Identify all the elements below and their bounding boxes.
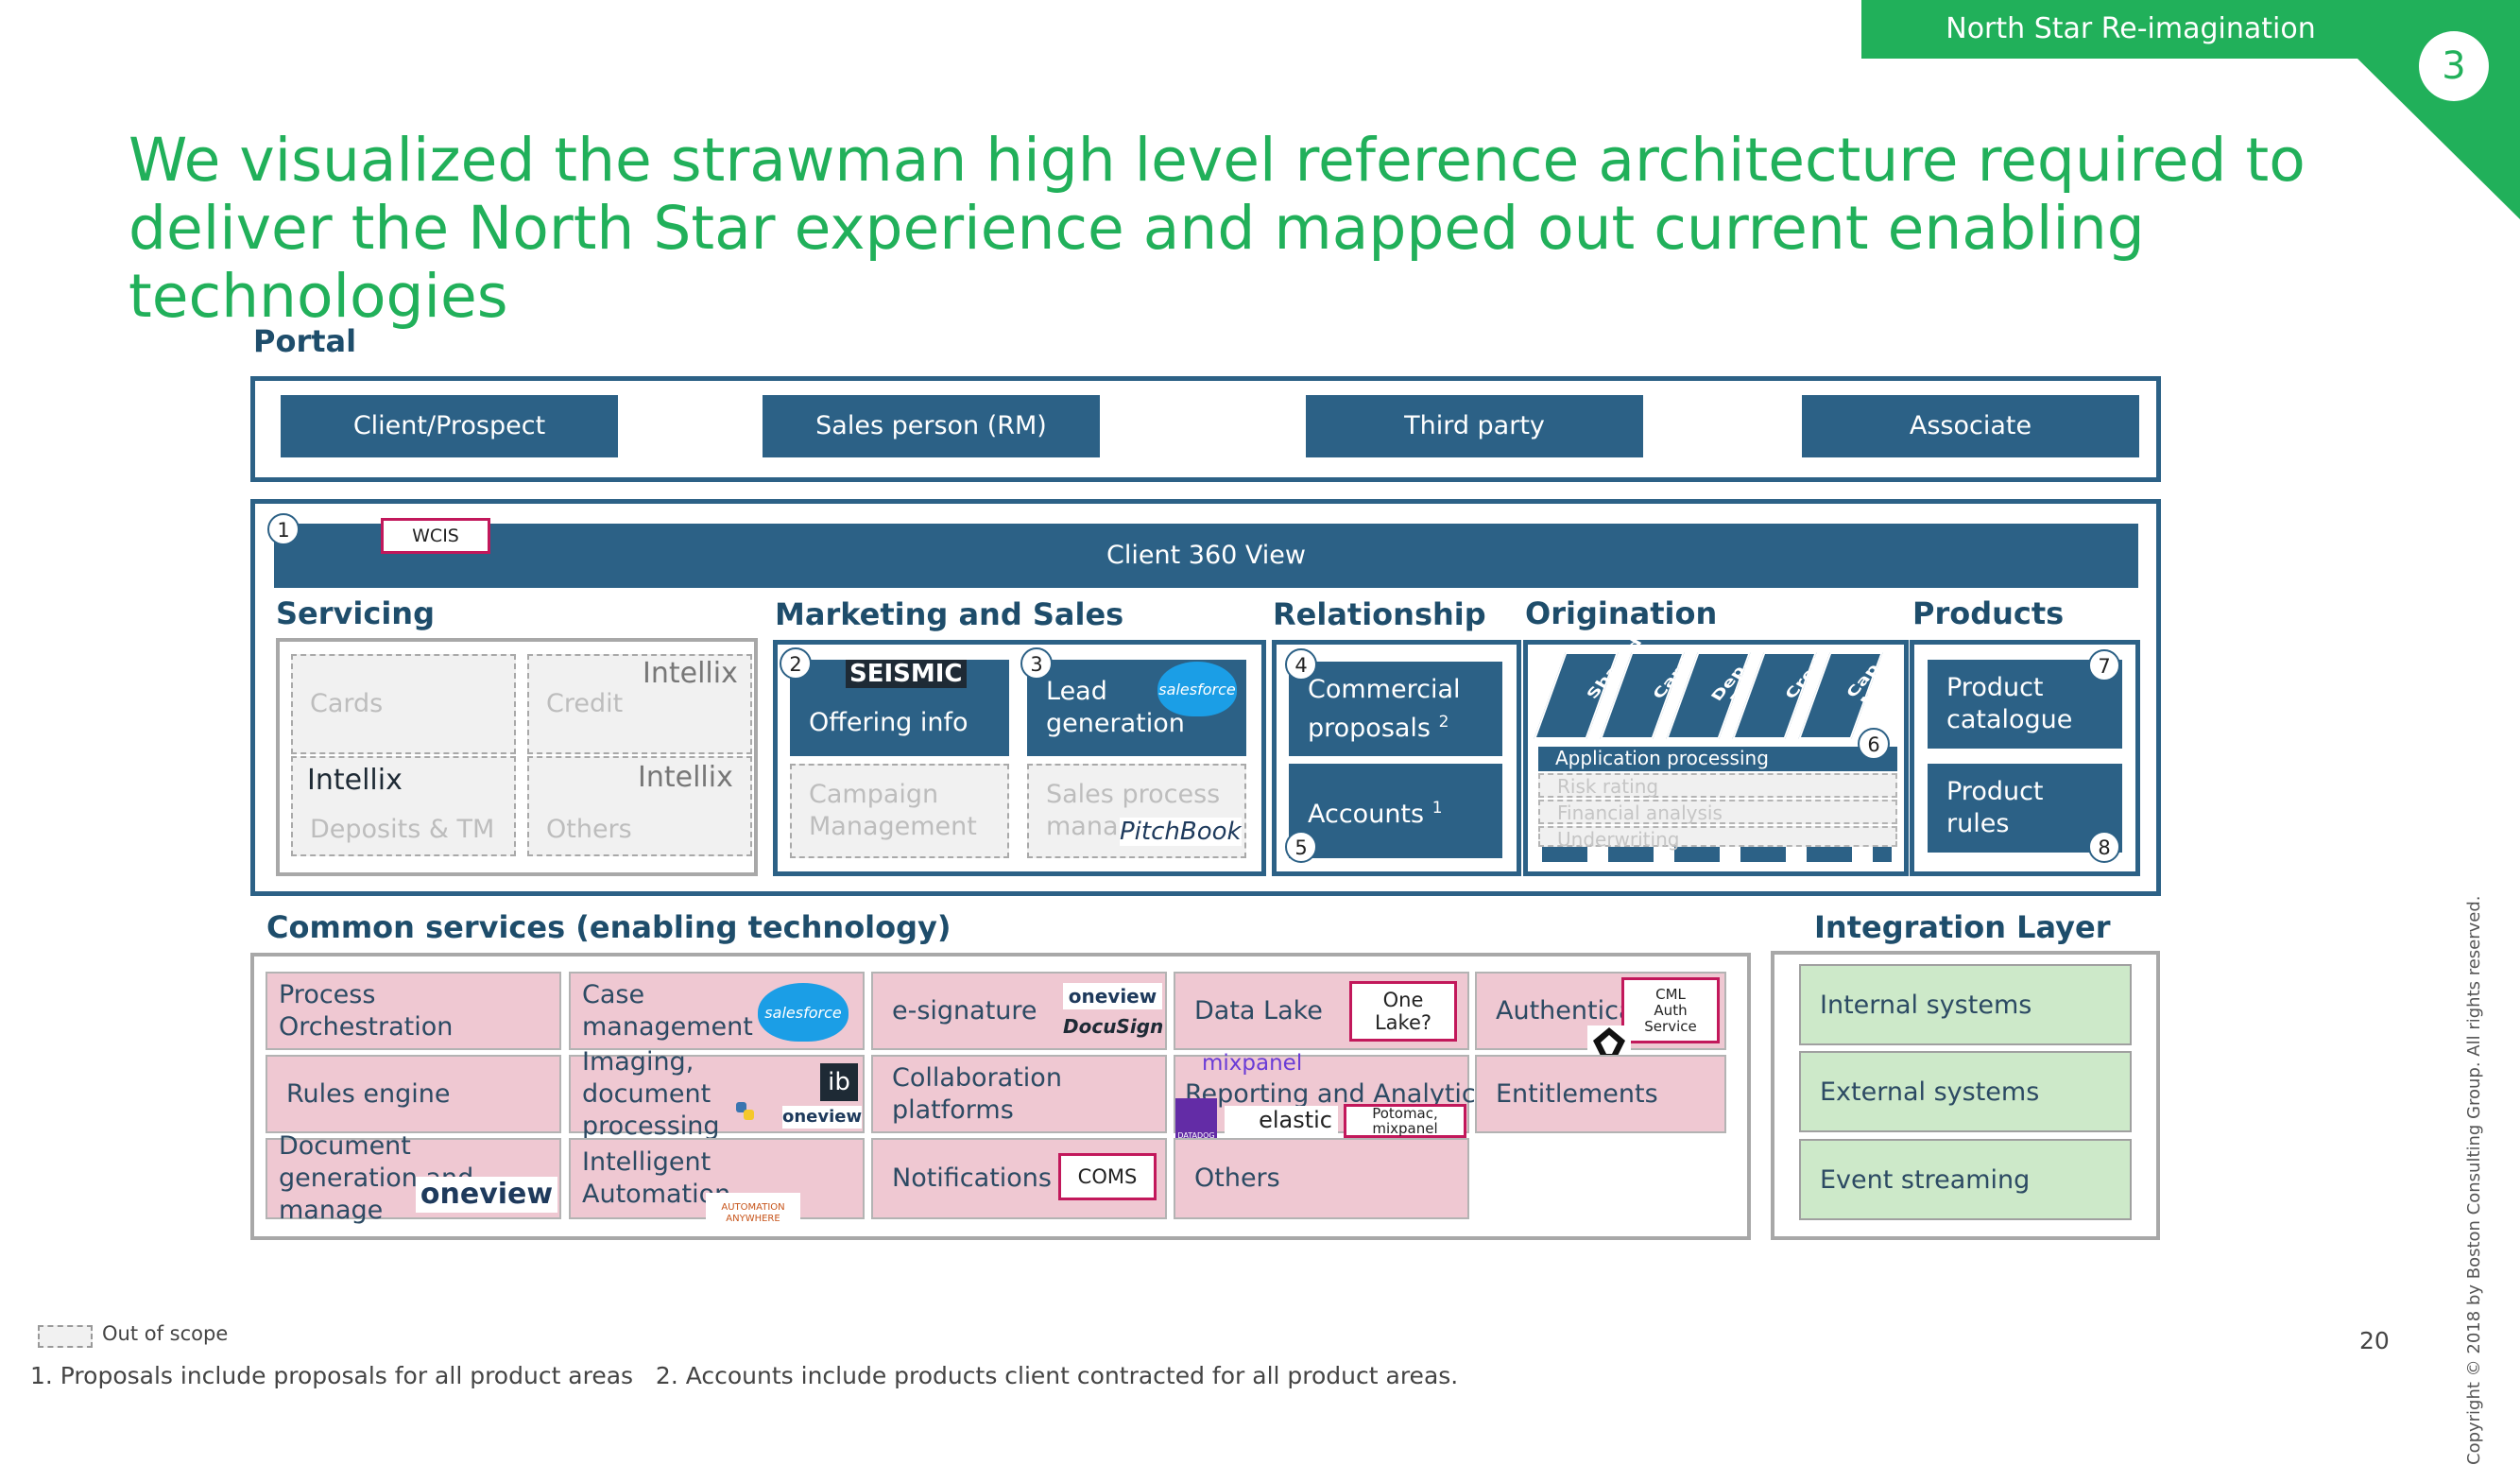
one-lake-tag-label: One Lake? [1374, 989, 1432, 1034]
accounts-text: Accounts [1308, 799, 1425, 829]
seismic-logo: SEISMIC [846, 660, 967, 688]
marker-8: 8 [2088, 831, 2120, 863]
servicing-frame [276, 638, 758, 876]
collaboration-platforms-box: Collaboration platforms [871, 1055, 1167, 1133]
portal-role-sales-person: Sales person (RM) [763, 395, 1100, 457]
integration-layer-heading: Integration Layer [1814, 909, 2111, 945]
intellix-logo: Intellix [638, 761, 733, 794]
common-services-frame [250, 953, 1751, 1240]
case-management-label: Case management [582, 979, 753, 1042]
products-frame [1910, 640, 2140, 876]
salesforce-logo: salesforce [1157, 662, 1237, 716]
oneview-logo: oneview [782, 1106, 863, 1129]
page-title-line1: We visualized the strawman high level re… [129, 126, 2306, 195]
salesforce-logo: salesforce [758, 983, 849, 1042]
entitlements-box: Entitlements [1475, 1055, 1726, 1133]
elastic-logo: elastic [1225, 1106, 1338, 1134]
section-banner: North Star Re-imagination [1861, 0, 2400, 59]
datadog-logo: DATADOG [1175, 1098, 1217, 1142]
internal-systems-box: Internal systems [1799, 964, 2132, 1045]
cml-tag-label: CML Auth Service [1644, 985, 1697, 1035]
one-lake-tag: One Lake? [1349, 981, 1457, 1042]
page-number: 20 [2359, 1327, 2390, 1354]
mixpanel-logo: mixpanel [1202, 1051, 1303, 1076]
imaging-document-processing-box: Imaging, document processing [569, 1047, 865, 1141]
marker-4: 4 [1285, 648, 1317, 681]
products-heading: Products [1912, 595, 2065, 631]
marker-7: 7 [2088, 649, 2120, 681]
page-title-line2: deliver the North Star experience and ma… [129, 194, 2145, 331]
integration-layer-frame [1771, 951, 2160, 1240]
servicing-heading: Servicing [276, 595, 435, 631]
client-360-view-bar: Client 360 View [274, 524, 2138, 588]
commercial-proposals-box: Commercial proposals 2 [1289, 662, 1502, 756]
commercial-proposals-label: Commercial proposals 2 [1308, 674, 1483, 745]
marketing-sales-frame [773, 640, 1266, 876]
servicing-credit: Credit [527, 654, 752, 754]
servicing-cards: Cards [291, 654, 516, 754]
portal-role-client-prospect: Client/Prospect [281, 395, 618, 457]
marker-2: 2 [780, 647, 812, 680]
footnote-1-ref: 1 [1431, 798, 1443, 818]
marker-6: 6 [1858, 728, 1890, 760]
automation-anywhere-logo: AUTOMATION ANYWHERE [706, 1193, 800, 1227]
relationship-frame [1272, 640, 1521, 876]
cml-auth-service-tag: CML Auth Service [1621, 977, 1720, 1043]
wcis-tag: WCIS [381, 518, 490, 554]
docusign-logo: DocuSign [1063, 1015, 1164, 1038]
collaboration-label: Collaboration platforms [892, 1062, 1062, 1125]
portal-heading: Portal [253, 323, 357, 359]
accounts-label: Accounts 1 [1308, 792, 1443, 831]
servicing-others: Others [527, 756, 752, 856]
potomac-mixpanel-tag: Potomac, mixpanel [1344, 1104, 1466, 1138]
origination-heading: Origination [1525, 595, 1718, 631]
oneview-logo: oneview [416, 1177, 557, 1213]
out-of-scope-legend-label: Out of scope [102, 1322, 229, 1345]
process-orchestration-box: Process Orchestration [266, 972, 561, 1050]
accounts-box: Accounts 1 [1289, 764, 1502, 858]
portal-role-associate: Associate [1802, 395, 2139, 457]
lead-generation-box: Lead generation [1027, 660, 1246, 756]
marker-5: 5 [1285, 831, 1317, 863]
intellix-logo: Intellix [307, 764, 403, 797]
coms-tag-label: COMS [1077, 1165, 1138, 1188]
rules-engine-box: Rules engine [266, 1055, 561, 1133]
wcis-tag-label: WCIS [412, 526, 459, 546]
footnote-2-ref: 2 [1438, 712, 1449, 732]
ib-logo: ib [820, 1063, 858, 1101]
imaging-label: Imaging, document processing [582, 1046, 720, 1141]
section-number-badge: 3 [2419, 31, 2489, 101]
reporting-label: Reporting and Analytics [1185, 1078, 1489, 1109]
origination-frame [1523, 640, 1909, 876]
lead-generation-label: Lead generation [1046, 677, 1185, 738]
marketing-sales-heading: Marketing and Sales [775, 596, 1124, 632]
underwriting-bar: Underwriting [1538, 826, 1897, 851]
product-catalogue-box: Product catalogue [1928, 660, 2122, 749]
coms-tag: COMS [1058, 1153, 1157, 1200]
application-processing-bar: Application processing [1538, 747, 1897, 771]
marker-1: 1 [267, 513, 300, 545]
risk-rating-bar: Risk rating [1538, 773, 1897, 798]
footnotes: 1. Proposals include proposals for all p… [30, 1362, 1459, 1389]
potomac-tag-label: Potomac, mixpanel [1372, 1105, 1438, 1137]
python-icon [735, 1101, 756, 1122]
external-systems-box: External systems [1799, 1051, 2132, 1132]
others-box: Others [1174, 1138, 1469, 1219]
servicing-deposits-tm: Deposits & TM [291, 756, 516, 856]
portal-role-third-party: Third party [1306, 395, 1643, 457]
relationship-heading: Relationship [1273, 596, 1486, 632]
commercial-proposals-text: Commercial proposals [1308, 674, 1461, 743]
portal-frame [250, 376, 2161, 482]
out-of-scope-legend-swatch [38, 1325, 93, 1348]
oneview-logo: oneview [1063, 983, 1162, 1009]
event-streaming-box: Event streaming [1799, 1139, 2132, 1220]
marker-3: 3 [1020, 647, 1053, 680]
architecture-frame [250, 499, 2161, 896]
copyright-notice: Copyright © 2018 by Boston Consulting Gr… [2464, 895, 2484, 1465]
common-services-heading: Common services (enabling technology) [266, 909, 951, 945]
financial-analysis-bar: Financial analysis [1538, 800, 1897, 824]
intellix-logo: Intellix [643, 657, 738, 690]
pitchbook-logo: PitchBook [1120, 818, 1242, 846]
campaign-management-box: Campaign Management [790, 764, 1009, 858]
